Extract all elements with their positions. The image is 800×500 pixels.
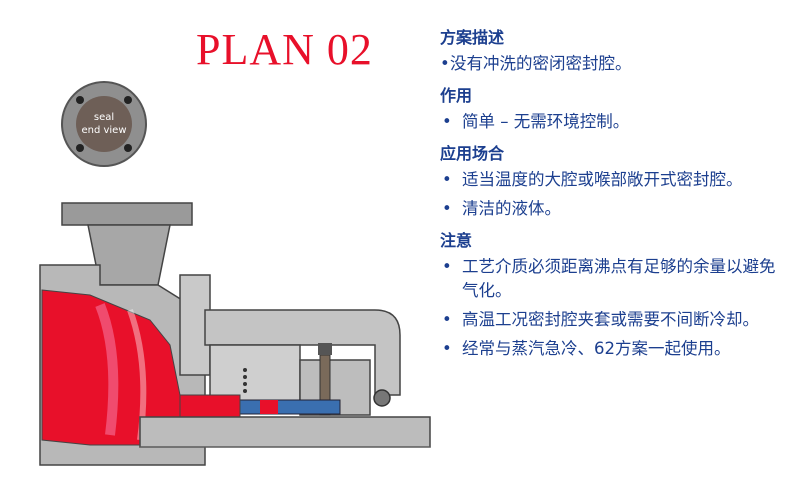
bullet-item: •没有冲洗的密闭密封腔。 — [440, 52, 790, 76]
bullet-icon: • — [442, 310, 452, 329]
bullet-icon: • — [442, 339, 452, 358]
section-0: 方案描述 •没有冲洗的密闭密封腔。 — [440, 24, 790, 76]
bullet-text: 清洁的液体。 — [462, 199, 561, 218]
bullet-item: • 经常与蒸汽急冷、62方案一起使用。 — [440, 337, 790, 361]
section-heading: 作用 — [440, 86, 473, 105]
bullet-item: • 适当温度的大腔或喉部敞开式密封腔。 — [440, 168, 790, 192]
bullet-item: • 高温工况密封腔夹套或需要不间断冷却。 — [440, 308, 790, 332]
badge-line1: seal — [94, 112, 114, 123]
section-3: 注意 • 工艺介质必须距离沸点有足够的余量以避免气化。 • 高温工况密封腔夹套或需要不间… — [440, 227, 790, 361]
bullet-text: 工艺介质必须距离沸点有足够的余量以避免气化。 — [462, 257, 776, 300]
section-heading: 注意 — [440, 231, 473, 250]
section-2: 应用场合 • 适当温度的大腔或喉部敞开式密封腔。 • 清洁的液体。 — [440, 140, 790, 221]
pump-seal-diagram — [39, 202, 431, 466]
section-heading: 应用场合 — [440, 144, 505, 163]
section-1: 作用 • 简单 – 无需环境控制。 — [440, 82, 790, 134]
bullet-text: 没有冲洗的密闭密封腔。 — [450, 54, 632, 73]
description-panel: 方案描述•没有冲洗的密闭密封腔。作用•简单 – 无需环境控制。应用场合•适当温度… — [440, 24, 790, 367]
bullet-item: • 清洁的液体。 — [440, 197, 790, 221]
bullet-text: 简单 – 无需环境控制。 — [462, 112, 630, 131]
bullet-text: 适当温度的大腔或喉部敞开式密封腔。 — [462, 170, 743, 189]
bullet-item: • 工艺介质必须距离沸点有足够的余量以避免气化。 — [440, 255, 790, 303]
bullet-icon: • — [442, 170, 452, 189]
badge-line2: end view — [81, 125, 126, 136]
bullet-icon: • — [442, 199, 452, 218]
plan-title: PLAN 02 — [196, 25, 373, 74]
bullet-icon: • — [442, 257, 452, 276]
bullet-icon: • — [442, 112, 452, 131]
section-heading: 方案描述 — [440, 28, 505, 47]
bullet-text: 经常与蒸汽急冷、62方案一起使用。 — [462, 339, 731, 358]
bullet-text: 高温工况密封腔夹套或需要不间断冷却。 — [462, 310, 759, 329]
bullet-item: • 简单 – 无需环境控制。 — [440, 110, 790, 134]
bullet-icon: • — [440, 54, 450, 73]
seal-end-view-icon: seal end view — [61, 81, 147, 167]
